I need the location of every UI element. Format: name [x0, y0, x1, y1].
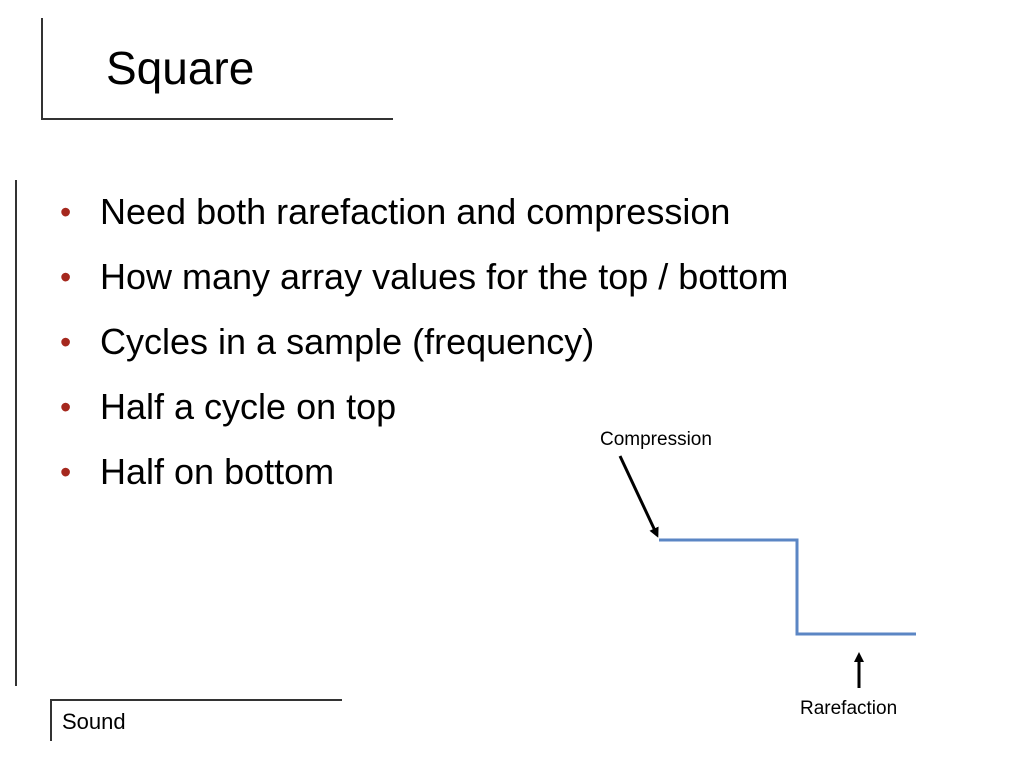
bullet-item: • Cycles in a sample (frequency): [60, 316, 860, 368]
bullet-icon: •: [60, 389, 72, 425]
compression-arrow: [618, 455, 659, 538]
bullet-text: Half on bottom: [100, 451, 335, 492]
title-bracket-horizontal: [41, 118, 393, 120]
bullet-text: Half a cycle on top: [100, 386, 397, 427]
bullet-item: • Half a cycle on top: [60, 381, 860, 433]
footer-bracket-vertical: [50, 699, 52, 741]
bullet-text: Cycles in a sample (frequency): [100, 321, 595, 362]
bullet-icon: •: [60, 259, 72, 295]
footer-label: Sound: [62, 709, 126, 734]
bullet-icon: •: [60, 194, 72, 230]
bullet-item: • Need both rarefaction and compression: [60, 186, 860, 238]
footer-bracket-horizontal: [50, 699, 342, 701]
title-bracket-vertical: [41, 18, 43, 120]
bullet-text: How many array values for the top / bott…: [100, 256, 789, 297]
bullet-icon: •: [60, 324, 72, 360]
bullet-item: • How many array values for the top / bo…: [60, 251, 860, 303]
bullet-list: • Need both rarefaction and compression …: [60, 186, 860, 511]
slide-title: Square: [106, 42, 255, 94]
rarefaction-label: Rarefaction: [800, 698, 897, 719]
bullet-text: Need both rarefaction and compression: [100, 191, 731, 232]
square-wave-line: [659, 538, 916, 636]
bullet-item: • Half on bottom: [60, 446, 860, 498]
content-left-rule: [15, 180, 17, 686]
bullet-icon: •: [60, 454, 72, 490]
compression-label: Compression: [600, 429, 712, 450]
